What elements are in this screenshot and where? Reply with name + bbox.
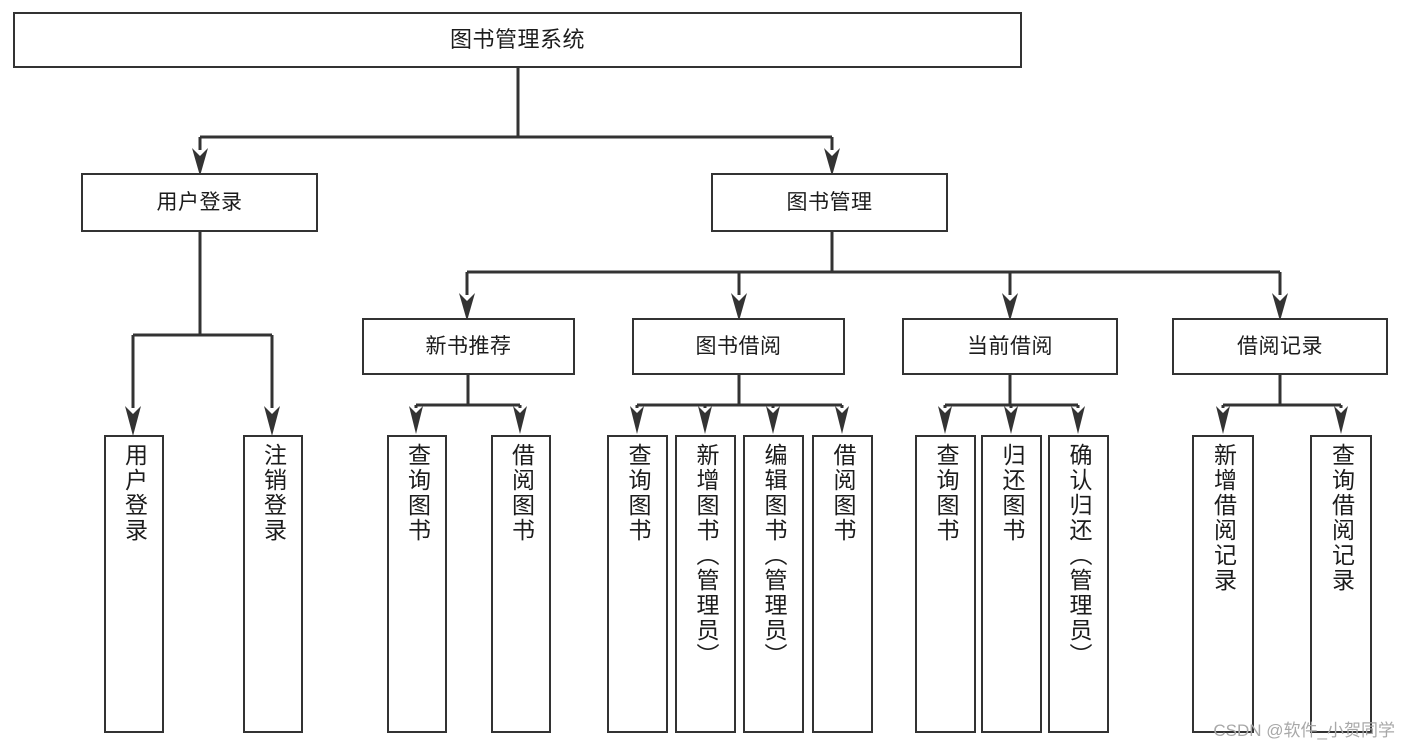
leaf-borrow-book-2[interactable]: 借阅图书 <box>812 435 873 733</box>
node-label: 确认归还（管理员） <box>1066 443 1092 668</box>
node-current-borrow[interactable]: 当前借阅 <box>902 318 1118 375</box>
node-label: 用户登录 <box>121 443 148 543</box>
node-borrow-record[interactable]: 借阅记录 <box>1172 318 1388 375</box>
arrowhead-user-login-leaf1 <box>125 406 141 436</box>
node-label: 查询图书 <box>933 443 959 543</box>
node-label: 查询图书 <box>625 443 651 543</box>
arrowhead-br-leaf2 <box>1334 406 1348 434</box>
watermark: CSDN @软件_小贺同学 <box>1213 721 1395 740</box>
leaf-query-record[interactable]: 查询借阅记录 <box>1310 435 1372 733</box>
leaf-query-book-1[interactable]: 查询图书 <box>387 435 447 733</box>
node-user-login[interactable]: 用户登录 <box>81 173 318 232</box>
arrowhead-cb-leaf2 <box>1004 406 1018 434</box>
node-label: 当前借阅 <box>967 334 1053 358</box>
node-root-system[interactable]: 图书管理系统 <box>13 12 1022 68</box>
node-book-borrow[interactable]: 图书借阅 <box>632 318 845 375</box>
leaf-borrow-book-1[interactable]: 借阅图书 <box>491 435 551 733</box>
arrowhead-borrow-record <box>1272 293 1288 321</box>
node-label: 图书借阅 <box>695 334 782 358</box>
leaf-user-login[interactable]: 用户登录 <box>104 435 164 733</box>
node-label: 归还图书 <box>999 443 1025 543</box>
node-label: 新增图书（管理员） <box>693 443 719 668</box>
arrowhead-br-leaf1 <box>1216 406 1230 434</box>
leaf-return-book[interactable]: 归还图书 <box>981 435 1042 733</box>
leaf-logout-login[interactable]: 注销登录 <box>243 435 303 733</box>
arrowhead-bb-leaf4 <box>835 406 849 434</box>
arrowheads <box>125 148 1348 436</box>
node-label: 编辑图书（管理员） <box>761 443 787 668</box>
leaf-confirm-return[interactable]: 确认归还（管理员） <box>1048 435 1109 733</box>
leaf-edit-book[interactable]: 编辑图书（管理员） <box>743 435 804 733</box>
arrowhead-book-manage <box>824 148 840 176</box>
arrowhead-user-login-leaf2 <box>264 406 280 436</box>
arrowhead-nb-leaf1 <box>409 406 423 434</box>
arrowhead-bb-leaf1 <box>630 406 644 434</box>
node-label: 借阅图书 <box>508 443 535 543</box>
arrowhead-cb-leaf3 <box>1071 406 1085 434</box>
leaf-query-book-3[interactable]: 查询图书 <box>915 435 976 733</box>
leaf-add-book[interactable]: 新增图书（管理员） <box>675 435 736 733</box>
node-label: 用户登录 <box>156 190 243 214</box>
node-label: 借阅记录 <box>1237 334 1323 358</box>
leaf-query-book-2[interactable]: 查询图书 <box>607 435 668 733</box>
arrowhead-cb-leaf1 <box>938 406 952 434</box>
node-label: 图书管理 <box>786 190 873 214</box>
node-new-book-recommend[interactable]: 新书推荐 <box>362 318 575 375</box>
node-label: 注销登录 <box>260 443 287 543</box>
leaf-add-record[interactable]: 新增借阅记录 <box>1192 435 1254 733</box>
arrowhead-bb-leaf3 <box>766 406 780 434</box>
node-label: 新增借阅记录 <box>1210 443 1237 593</box>
arrowhead-new-book <box>459 293 475 321</box>
node-label: 新书推荐 <box>425 334 512 358</box>
node-label: 查询借阅记录 <box>1328 443 1355 593</box>
arrowhead-book-borrow <box>731 293 747 321</box>
node-book-manage[interactable]: 图书管理 <box>711 173 948 232</box>
node-label: 图书管理系统 <box>449 26 585 52</box>
arrowhead-bb-leaf2 <box>698 406 712 434</box>
arrowhead-nb-leaf2 <box>513 406 527 434</box>
arrowhead-user-login <box>192 148 208 176</box>
arrowhead-current-borrow <box>1002 293 1018 321</box>
node-label: 借阅图书 <box>830 443 856 543</box>
node-label: 查询图书 <box>404 443 431 543</box>
